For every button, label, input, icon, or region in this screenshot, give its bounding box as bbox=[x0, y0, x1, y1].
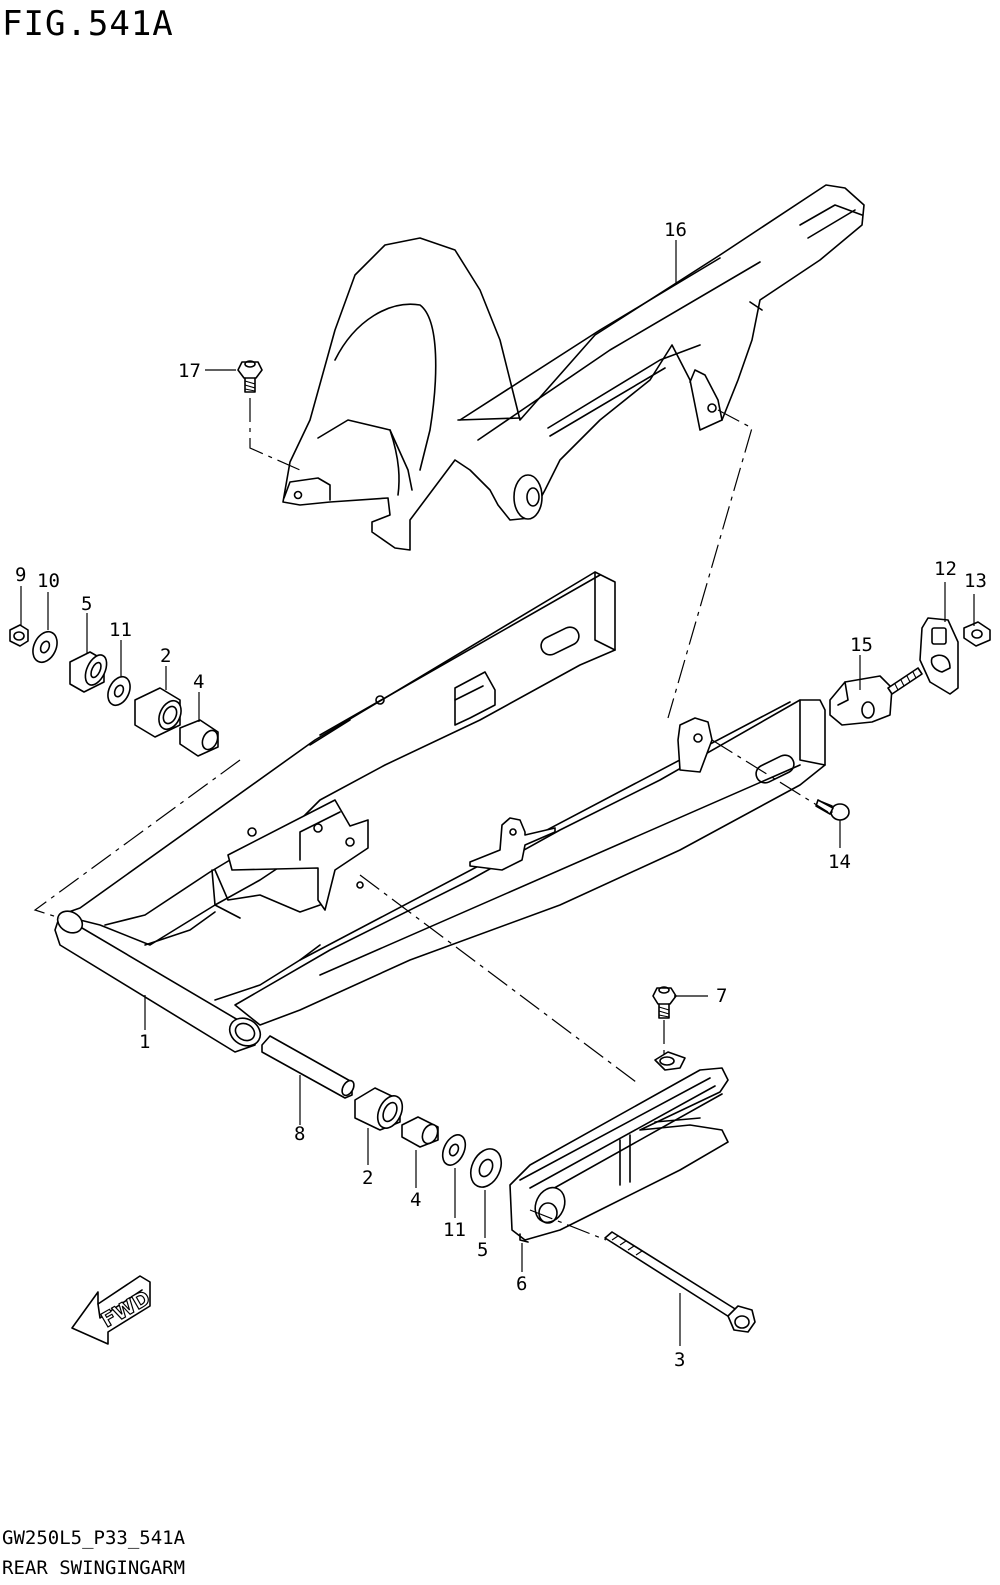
callout-17: 13 bbox=[964, 570, 987, 592]
callout-2-left: 2 bbox=[160, 645, 171, 667]
callout-4-left: 4 bbox=[193, 671, 204, 693]
nut-part-9 bbox=[9, 624, 29, 647]
callout-1: 1 bbox=[139, 1031, 150, 1053]
callout-2-right: 2 bbox=[362, 1167, 373, 1189]
screw-part-13 bbox=[237, 360, 263, 393]
chain-case-part-12 bbox=[282, 184, 865, 551]
screw-part-14 bbox=[815, 799, 850, 821]
callout-15: 15 bbox=[850, 634, 873, 656]
callout-labels: 16 17 9 10 5 11 2 4 1 8 2 4 11 5 6 3 7 1… bbox=[15, 219, 987, 1371]
bolt-part-8 bbox=[652, 986, 677, 1019]
callout-9: 9 bbox=[15, 564, 26, 586]
adjuster-plate-part-16 bbox=[919, 617, 959, 695]
chain-buffer-part-6 bbox=[509, 1051, 729, 1243]
callout-5-left: 5 bbox=[81, 593, 92, 615]
forward-direction-arrow: FWD bbox=[71, 1275, 155, 1345]
callout-4-right: 4 bbox=[410, 1189, 421, 1211]
collar-part-5-left bbox=[69, 651, 108, 693]
diagram-caption: REAR SWINGINGARM bbox=[2, 1557, 186, 1579]
callout-14: 14 bbox=[828, 851, 851, 873]
figure-title: FIG.541A bbox=[2, 4, 174, 44]
pivot-shaft-part-7 bbox=[261, 1035, 355, 1099]
bearing-part-2-left bbox=[134, 687, 182, 738]
swingarm-part-1 bbox=[54, 571, 826, 1053]
collar-part-5-right bbox=[469, 1148, 503, 1188]
callout-7: 8 bbox=[294, 1123, 305, 1145]
assembly-lines bbox=[33, 398, 829, 1241]
model-code-label: GW250L5_P33_541A bbox=[2, 1527, 186, 1549]
callout-10: 10 bbox=[37, 570, 60, 592]
chain-adjuster-part-15 bbox=[829, 667, 923, 726]
bolt-part-3 bbox=[604, 1231, 756, 1333]
callout-13: 17 bbox=[178, 360, 201, 382]
callout-5-right: 5 bbox=[477, 1239, 488, 1261]
spacer-part-4-right bbox=[401, 1116, 439, 1148]
callout-12: 16 bbox=[664, 219, 687, 241]
washer-part-11-left bbox=[107, 675, 131, 707]
nut-part-17 bbox=[963, 621, 991, 647]
callout-11-left: 11 bbox=[109, 619, 132, 641]
callout-6: 6 bbox=[516, 1273, 527, 1295]
spacer-part-4-left bbox=[179, 719, 219, 757]
callout-3: 3 bbox=[674, 1349, 685, 1371]
callout-11-right: 11 bbox=[443, 1219, 466, 1241]
leader-lines bbox=[20, 240, 975, 1346]
callout-16: 12 bbox=[934, 558, 957, 580]
washer-part-11-right bbox=[441, 1134, 467, 1166]
washer-part-10 bbox=[32, 630, 58, 664]
bearing-part-2-right bbox=[354, 1087, 404, 1131]
callout-8: 7 bbox=[716, 985, 727, 1007]
